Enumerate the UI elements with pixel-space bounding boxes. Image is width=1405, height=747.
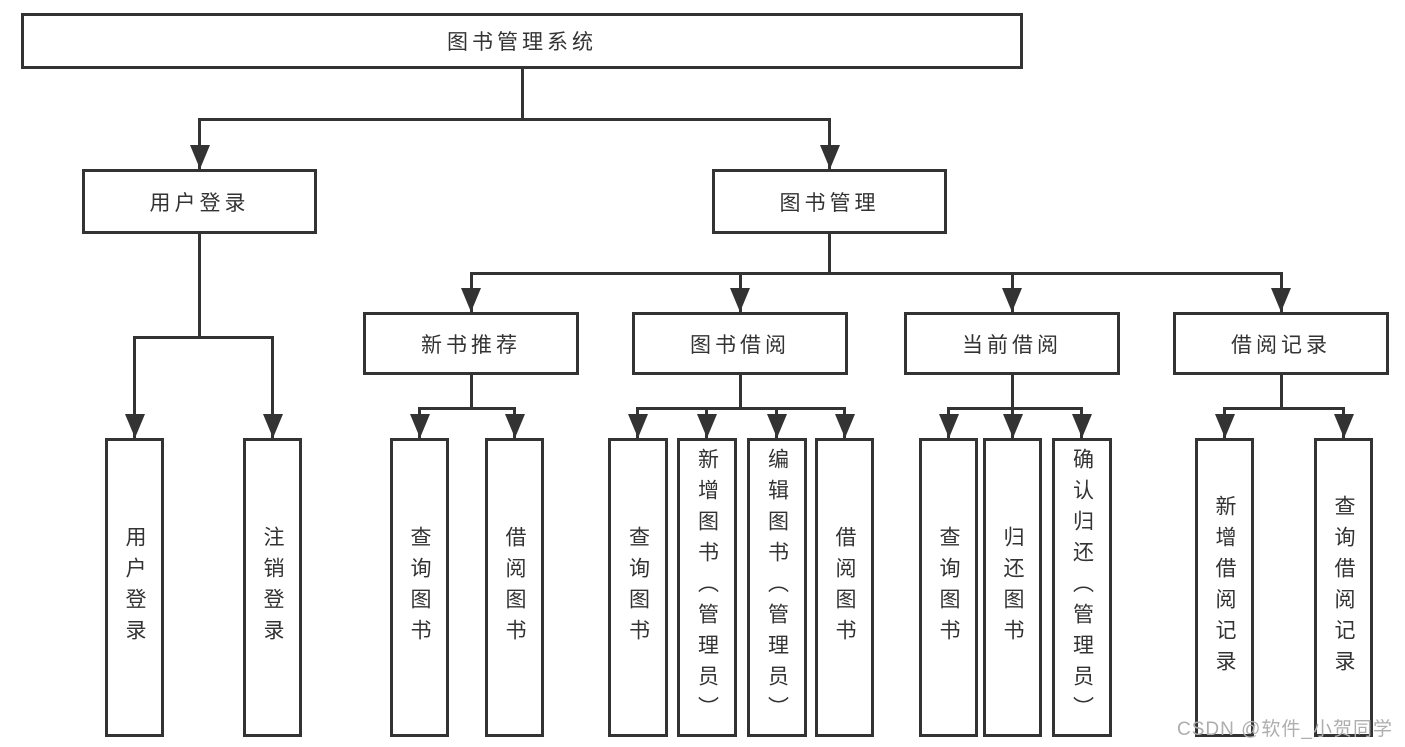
arrow-to-query-books-2 [627, 407, 648, 438]
arrow-to-return-books [1002, 407, 1023, 438]
arrow-to-book-borrowing [730, 272, 750, 312]
arrow-to-confirm-return [1071, 407, 1092, 438]
connector-borrowing-bar [636, 407, 846, 410]
arrow-to-borrowing-records [1271, 272, 1291, 312]
node-new-book-recommend: 新书推荐 [363, 312, 579, 375]
arrow-to-logout-leaf [262, 336, 283, 438]
node-query-books-borrowing: 查询图书 [608, 438, 668, 737]
connector-book-mgmt-stub [828, 234, 831, 275]
node-book-management: 图书管理 [712, 169, 947, 234]
arrow-to-borrow-books-1 [504, 407, 525, 438]
node-book-borrowing: 图书借阅 [632, 312, 848, 375]
node-library-system: 图书管理系统 [21, 13, 1023, 69]
arrow-to-add-borrow-record [1214, 407, 1235, 438]
connector-current-bar [947, 407, 1083, 410]
connector-current-stub [1010, 375, 1014, 410]
node-borrow-books-recommend: 借阅图书 [485, 438, 544, 737]
arrow-to-user-login [189, 118, 210, 169]
arrow-to-edit-book [766, 407, 787, 438]
arrow-to-query-books-1 [409, 407, 430, 438]
node-return-books: 归还图书 [983, 438, 1042, 737]
arrow-to-new-book-recommend [461, 272, 481, 312]
connector-borrowing-stub [738, 375, 742, 410]
watermark: CSDN @软件_小贺同学 [1177, 719, 1393, 740]
node-current-borrowing: 当前借阅 [904, 312, 1120, 375]
connector-recommend-stub [469, 375, 473, 410]
arrow-to-user-login-leaf [124, 336, 145, 438]
connector-records-stub [1279, 375, 1283, 410]
connector-level2-bar [198, 118, 831, 121]
node-edit-book-admin: 编辑图书（管理员） [747, 438, 807, 737]
node-borrow-books-borrowing: 借阅图书 [815, 438, 874, 737]
connector-records-bar [1223, 407, 1345, 410]
arrow-to-add-book [696, 407, 717, 438]
connector-root-stub [520, 69, 524, 119]
node-add-book-admin: 新增图书（管理员） [677, 438, 737, 737]
node-query-books-recommend: 查询图书 [390, 438, 449, 737]
arrow-to-query-books-3 [938, 407, 959, 438]
node-logout-leaf: 注销登录 [243, 438, 302, 737]
node-borrowing-records: 借阅记录 [1173, 312, 1389, 375]
connector-user-login-stub [198, 234, 201, 337]
node-user-login: 用户登录 [82, 169, 317, 234]
arrow-to-current-borrowing [1002, 272, 1022, 312]
arrow-to-borrow-books-2 [834, 407, 855, 438]
connector-level3-bar [469, 272, 1283, 275]
connector-recommend-bar [418, 407, 516, 410]
node-user-login-leaf: 用户登录 [105, 438, 164, 737]
node-add-borrow-record: 新增借阅记录 [1195, 438, 1254, 737]
arrow-to-query-borrow-record [1333, 407, 1354, 438]
node-confirm-return-admin: 确认归还（管理员） [1052, 438, 1112, 737]
connector-user-login-bar [133, 336, 274, 339]
node-query-books-current: 查询图书 [919, 438, 978, 737]
arrow-to-book-management [819, 118, 840, 169]
node-query-borrow-record: 查询借阅记录 [1314, 438, 1373, 737]
